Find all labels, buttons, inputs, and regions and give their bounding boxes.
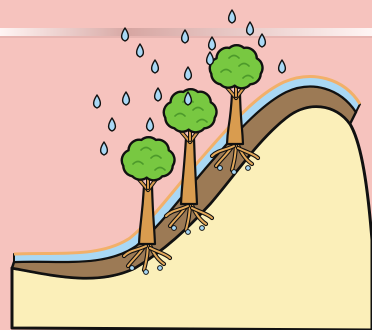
root-water-drop xyxy=(218,166,223,171)
root-water-drop xyxy=(200,226,205,231)
root-water-drop xyxy=(172,226,177,231)
root-water-drop xyxy=(232,170,237,175)
tree-canopy xyxy=(210,45,263,88)
tree-canopy xyxy=(122,137,175,180)
root-water-drop xyxy=(144,270,149,275)
root-water-drop xyxy=(246,166,251,171)
root-water-drop xyxy=(158,266,163,271)
root-water-drop xyxy=(186,230,191,235)
root-water-drop xyxy=(130,266,135,271)
